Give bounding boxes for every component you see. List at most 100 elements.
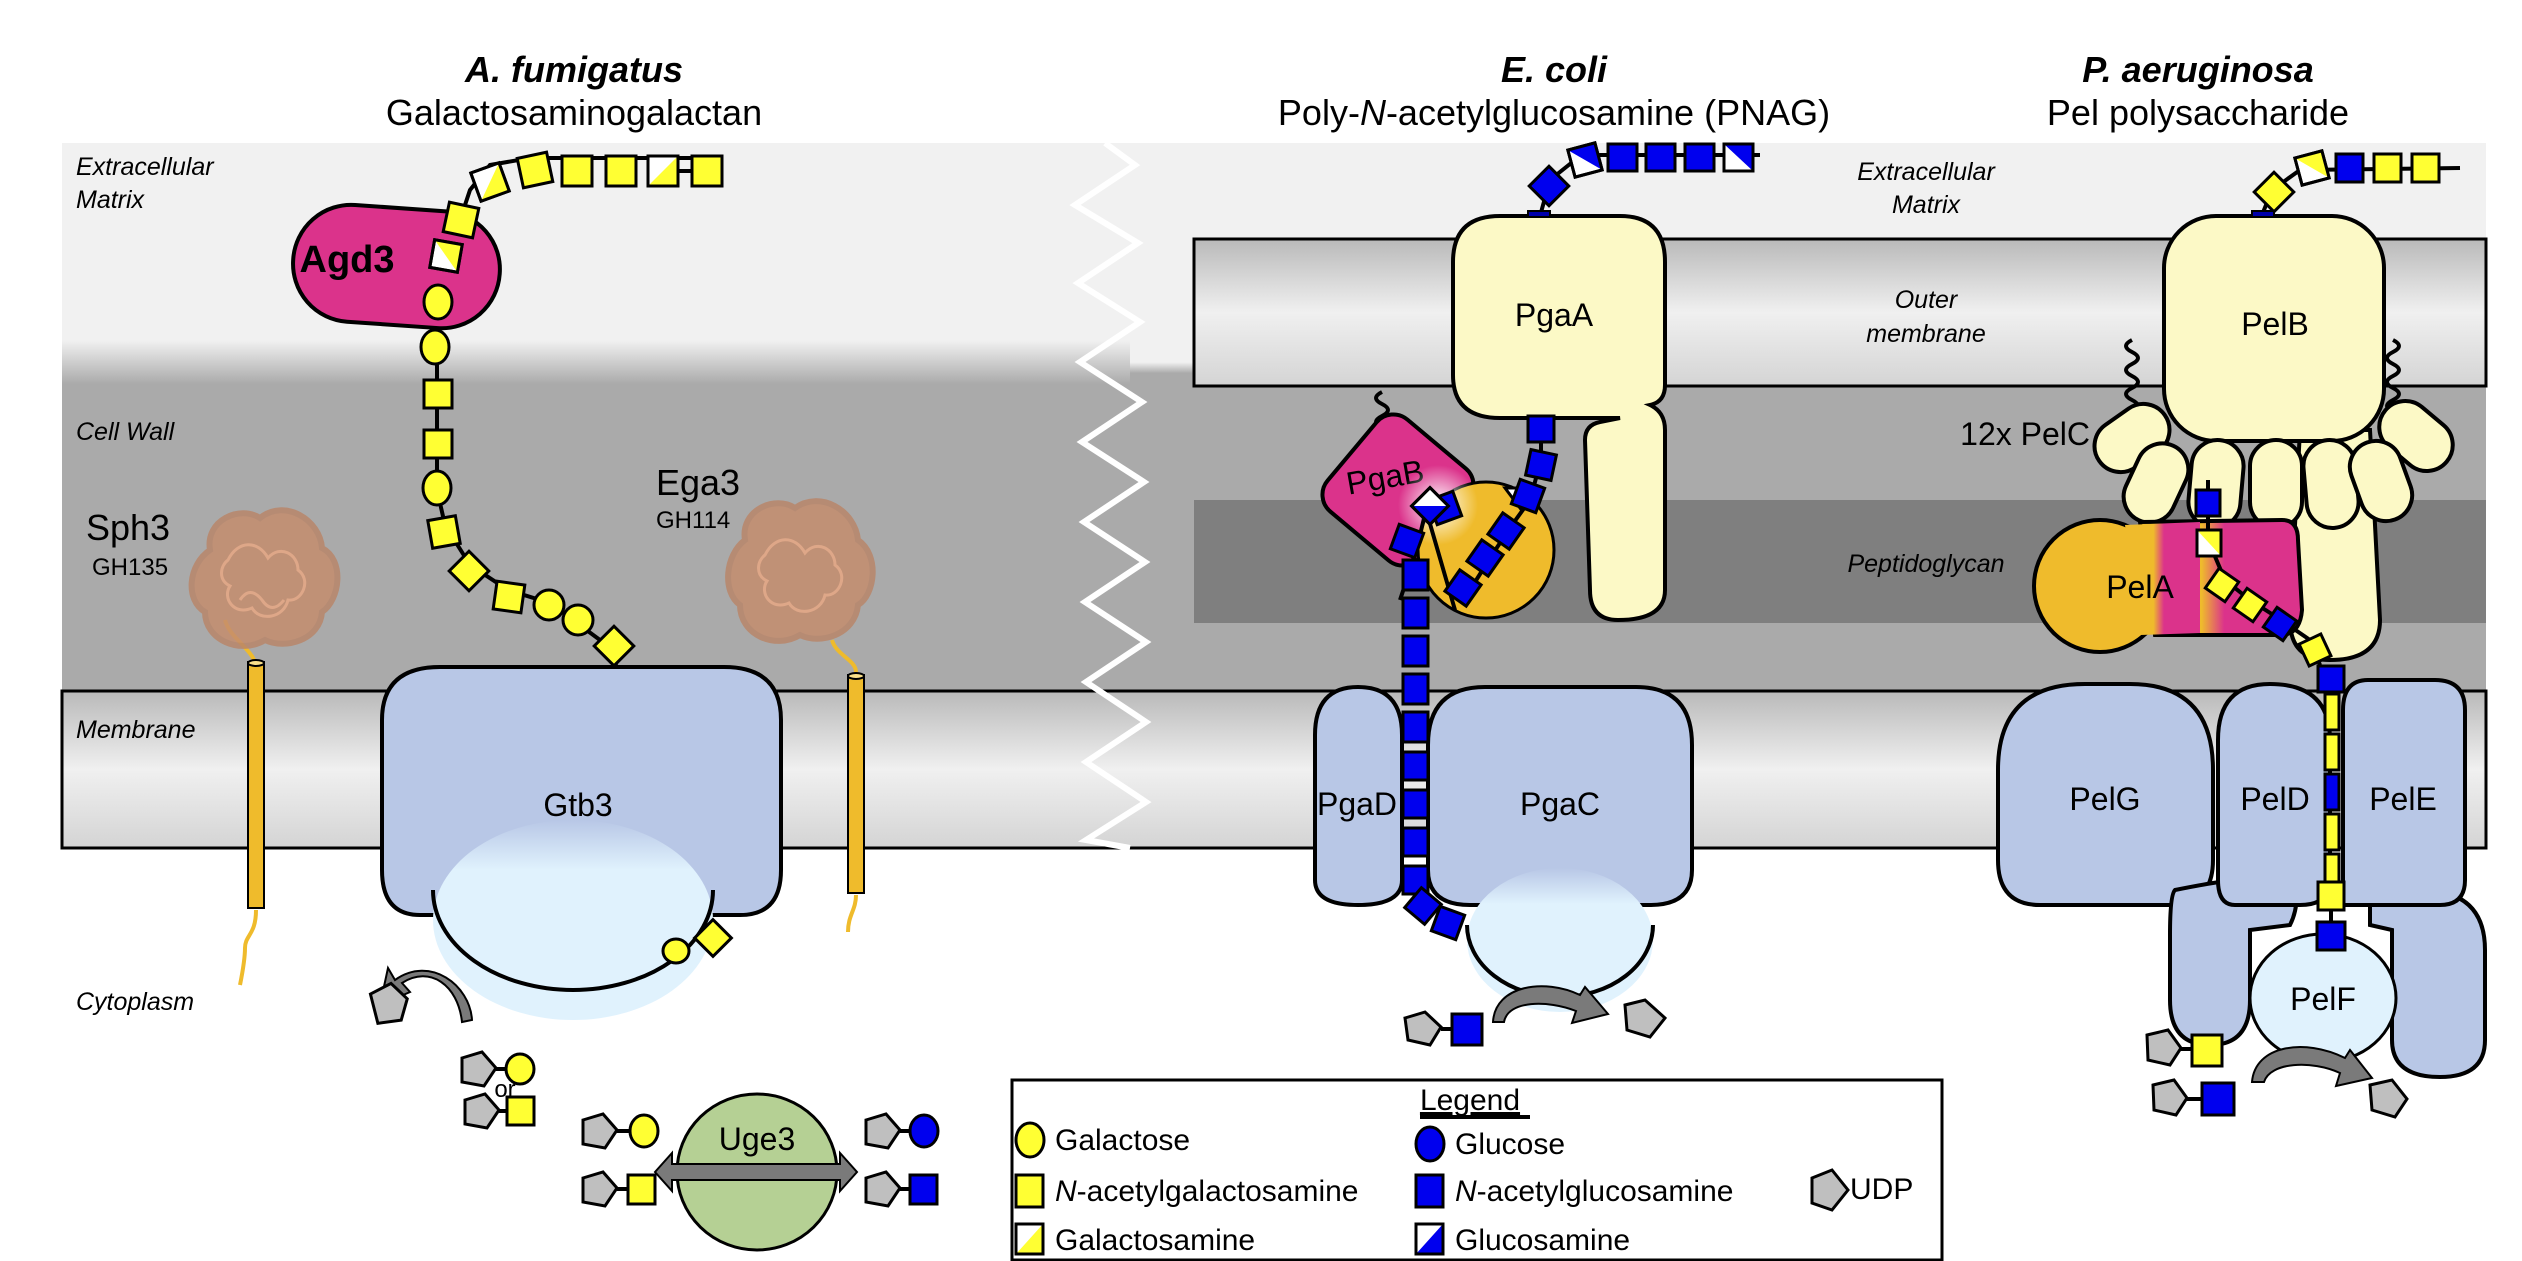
label-membrane: Membrane bbox=[76, 716, 196, 744]
sph3-family-label: GH135 bbox=[92, 554, 168, 581]
gtb3-synthase bbox=[380, 665, 783, 1020]
subtitle-pnag-suffix: -acetylglucosamine (PNAG) bbox=[1386, 92, 1830, 133]
sph3-protein-structure bbox=[188, 507, 341, 649]
pel-chain-extracellular bbox=[2252, 149, 2461, 216]
udp-galactose-uge3 bbox=[581, 1112, 660, 1150]
legend-udp-label: UDP bbox=[1850, 1173, 1913, 1206]
title-e-coli: E. coli bbox=[1501, 49, 1608, 90]
legend-glucose-label: Glucose bbox=[1455, 1128, 1565, 1161]
ega3-protein-structure bbox=[725, 498, 876, 644]
legend-galnac-italic: N bbox=[1055, 1175, 1077, 1208]
pgaC-synthase bbox=[1426, 685, 1694, 1012]
pelB-label: PelB bbox=[2241, 306, 2309, 342]
glucosamine-residue bbox=[1722, 142, 1755, 173]
pelB-pore-cap bbox=[2251, 210, 2275, 218]
label-peptidoglycan: Peptidoglycan bbox=[1847, 550, 2004, 578]
galactose-residue bbox=[532, 588, 566, 622]
legend-galactosamine-label: Galactosamine bbox=[1055, 1224, 1255, 1257]
galactosamine-residue bbox=[468, 160, 512, 204]
ecoli-panel: PgaA PgaB PgaD bbox=[1313, 141, 1760, 1047]
label-extracellular-matrix-right: Extracellular bbox=[1857, 158, 1996, 186]
legend-galactose-symbol bbox=[1014, 1121, 1046, 1159]
pelD-label: PelD bbox=[2240, 781, 2309, 817]
label-extracellular-matrix-left: Extracellular bbox=[76, 153, 215, 181]
pelE-subunit bbox=[2341, 678, 2467, 907]
ega3-label: Ega3 bbox=[656, 462, 740, 503]
legend-udp-symbol bbox=[1810, 1168, 1850, 1212]
udp-icon bbox=[1623, 998, 1668, 1039]
ega3-tether bbox=[830, 639, 858, 673]
legend-galnac-text: -acetylgalactosamine bbox=[1077, 1175, 1359, 1208]
label-outer-membrane: Outer bbox=[1895, 286, 1959, 314]
label-cell-wall: Cell Wall bbox=[76, 418, 176, 446]
subtitle-pnag-prefix: Poly- bbox=[1278, 92, 1360, 133]
legend-glucose-symbol bbox=[1414, 1125, 1446, 1163]
galactosamine-residue bbox=[2293, 149, 2331, 187]
legend-title: Legend bbox=[1420, 1084, 1520, 1117]
fungal-panel: Sph3 GH135 Ega3 GH114 Gtb3 bbox=[86, 150, 940, 1252]
uge3-interconversion-arrow bbox=[653, 1150, 859, 1194]
pel-chain-periplasm bbox=[2194, 480, 2333, 668]
galnac-residue bbox=[604, 154, 638, 188]
ega3-family-label: GH114 bbox=[656, 507, 730, 534]
galnac-residue bbox=[692, 917, 734, 959]
legend-glcnac-label: N-acetylglucosamine bbox=[1455, 1175, 1733, 1208]
udp-glcnac-substrate bbox=[1403, 1010, 1484, 1047]
pelD-subunit bbox=[2216, 681, 2332, 907]
legend-glucosamine-label: Glucosamine bbox=[1455, 1224, 1630, 1257]
pgaA-label: PgaA bbox=[1515, 297, 1594, 333]
title-p-aeruginosa: P. aeruginosa bbox=[2082, 49, 2313, 90]
ega3-transmembrane-rod bbox=[846, 672, 865, 933]
label-outer-membrane-2: membrane bbox=[1866, 320, 1986, 348]
udp-icon bbox=[368, 981, 409, 1025]
pelF-label: PelF bbox=[2290, 981, 2356, 1017]
galactosamine-residue bbox=[646, 154, 680, 188]
udp-galactose-substrate bbox=[460, 1050, 536, 1088]
legend-glucosamine-symbol bbox=[1414, 1222, 1445, 1256]
galnac-residue bbox=[441, 200, 481, 240]
udp-galnac-substrate bbox=[2145, 1028, 2224, 1068]
galnac-residue bbox=[592, 624, 636, 668]
pgaA-porin bbox=[1451, 214, 1667, 623]
pnag-chain-periplasm bbox=[1388, 414, 1559, 942]
agd3-label: Agd3 bbox=[300, 239, 395, 281]
legend-galnac-symbol bbox=[1014, 1173, 1045, 1209]
galactose-residue bbox=[421, 469, 453, 507]
galnac-residue bbox=[515, 150, 555, 190]
pelB-lipid-anchor-left bbox=[2124, 338, 2140, 414]
subtitle-pnag: Poly-N-acetylglucosamine (PNAG) bbox=[1278, 92, 1830, 133]
pelC-label: 12x PelC bbox=[1960, 416, 2090, 452]
legend-galnac-label: N-acetylgalactosamine bbox=[1055, 1175, 1358, 1208]
pnag-chain-extracellular bbox=[1527, 141, 1760, 217]
legend-box bbox=[1010, 1078, 1944, 1261]
galnac-residue bbox=[560, 154, 594, 188]
legend: Legend Galactose Glucose N-acetylgalacto… bbox=[1010, 1078, 1944, 1261]
title-a-fumigatus: A. fumigatus bbox=[464, 49, 683, 90]
pelA-label: PelA bbox=[2106, 569, 2174, 605]
udp-release-arrow bbox=[2250, 1046, 2374, 1088]
pelB-lipid-anchor-right bbox=[2385, 338, 2401, 414]
uge3-label: Uge3 bbox=[719, 1121, 796, 1157]
subtitle-galactosaminogalactan: Galactosaminogalactan bbox=[386, 92, 762, 133]
glucosamine-residue bbox=[1409, 485, 1451, 527]
gtb3-label: Gtb3 bbox=[543, 787, 612, 823]
pgaA-pore-cap bbox=[1527, 210, 1551, 218]
sph3-label: Sph3 bbox=[86, 507, 170, 548]
pelG-label: PelG bbox=[2069, 781, 2140, 817]
pelE-cytoplasmic-lobe bbox=[2368, 888, 2487, 1080]
gag-polymer-chain-upper bbox=[419, 150, 724, 366]
galactose-residue bbox=[561, 603, 595, 637]
label-cytoplasm: Cytoplasm bbox=[76, 988, 194, 1016]
galactose-residue bbox=[661, 937, 691, 965]
galactose-residue bbox=[422, 283, 454, 321]
udp-glcnac-substrate bbox=[2151, 1078, 2236, 1117]
legend-glcnac-italic: N bbox=[1455, 1175, 1477, 1208]
legend-galactosamine-symbol bbox=[1014, 1222, 1045, 1256]
legend-glcnac-text: -acetylglucosamine bbox=[1477, 1175, 1734, 1208]
legend-galactose-label: Galactose bbox=[1055, 1124, 1190, 1157]
subtitle-pel-polysaccharide: Pel polysaccharide bbox=[2047, 92, 2349, 133]
pgaC-label: PgaC bbox=[1520, 786, 1600, 822]
galactose-residue bbox=[419, 328, 451, 366]
galnac-residue bbox=[447, 549, 491, 593]
